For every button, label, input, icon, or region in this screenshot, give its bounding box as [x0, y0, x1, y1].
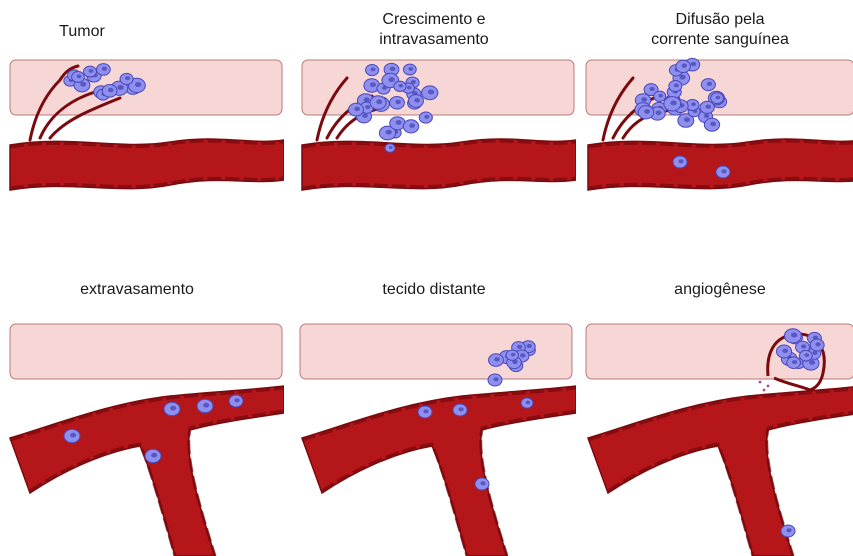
- blood-vessel: [302, 139, 576, 190]
- extravasating-cell: [229, 395, 243, 407]
- intravasating-cell: [385, 144, 395, 153]
- branching-blood-vessel: [302, 386, 576, 556]
- tissue-layer: [10, 324, 282, 379]
- blood-vessel: [10, 139, 284, 190]
- panel-distant-invasion-illustration: [292, 278, 576, 556]
- panel-adhesion-extravasation-illustration: [0, 278, 284, 556]
- circulating-cell: [781, 525, 795, 537]
- circulating-cell: [716, 166, 730, 178]
- panel-tumor-illustration: [0, 0, 284, 278]
- panel-distant-invasion: Invasão de um novo tecido distante: [292, 278, 576, 556]
- panel-tumor: Tumor: [0, 0, 284, 278]
- circulating-cell: [145, 449, 161, 463]
- circulating-cell: [453, 404, 467, 416]
- adhering-cell: [197, 399, 213, 413]
- panel-growth-angiogenesis-illustration: [578, 278, 853, 556]
- panel-bloodstream-spread-illustration: [578, 0, 853, 278]
- blood-vessel: [588, 139, 853, 190]
- circulating-cell: [64, 429, 80, 443]
- circulating-cell: [418, 406, 432, 418]
- circulating-cell: [164, 402, 180, 416]
- tissue-layer: [302, 60, 574, 115]
- circulating-cell: [673, 156, 687, 168]
- branching-blood-vessel: [10, 386, 284, 556]
- panel-growth-angiogenesis: Crescimento e angiogênese: [578, 278, 853, 556]
- panel-growth-intravasation: Crescimento e intravasamento: [292, 0, 576, 278]
- extravasating-cell: [521, 398, 533, 408]
- panel-adhesion-extravasation: Adesão e extravasamento: [0, 278, 284, 556]
- circulating-cell: [475, 478, 489, 490]
- branching-blood-vessel: [588, 386, 853, 556]
- invading-cell: [488, 374, 502, 386]
- panel-bloodstream-spread: Difusão pela corrente sanguínea: [578, 0, 853, 278]
- panel-growth-intravasation-illustration: [292, 0, 576, 278]
- tissue-layer: [10, 60, 282, 115]
